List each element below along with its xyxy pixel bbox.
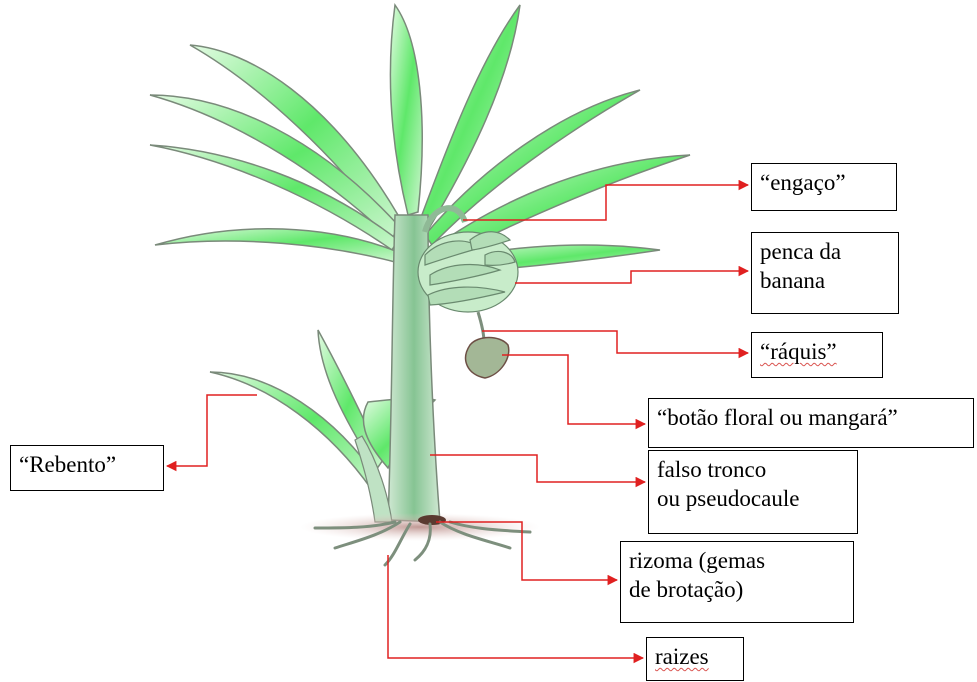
label-penca-da-banana: penca da banana [751, 232, 899, 314]
leaf-mid-left-2 [155, 229, 398, 262]
label-rebento: “Rebento” [10, 445, 164, 491]
callout-raizes [388, 555, 643, 658]
label-falso-tronco: falso tronco ou pseudocaule [648, 450, 858, 534]
banana-bunch [418, 232, 518, 312]
callout-botao [502, 355, 645, 424]
flower-bud [466, 338, 509, 379]
label-raizes: raizes [646, 637, 744, 681]
leaf-top-center [390, 5, 422, 215]
callout-falso-tronco [430, 455, 645, 482]
label-rizoma: rizoma (gemas de brotação) [620, 541, 854, 623]
label-engaco: “engaço” [751, 163, 897, 211]
callout-raquis [482, 331, 748, 353]
callout-penca [515, 271, 748, 283]
label-raquis: “ráquis” [751, 332, 883, 378]
callout-rebento [167, 395, 257, 466]
label-botao-floral: “botão floral ou mangará” [648, 398, 974, 448]
